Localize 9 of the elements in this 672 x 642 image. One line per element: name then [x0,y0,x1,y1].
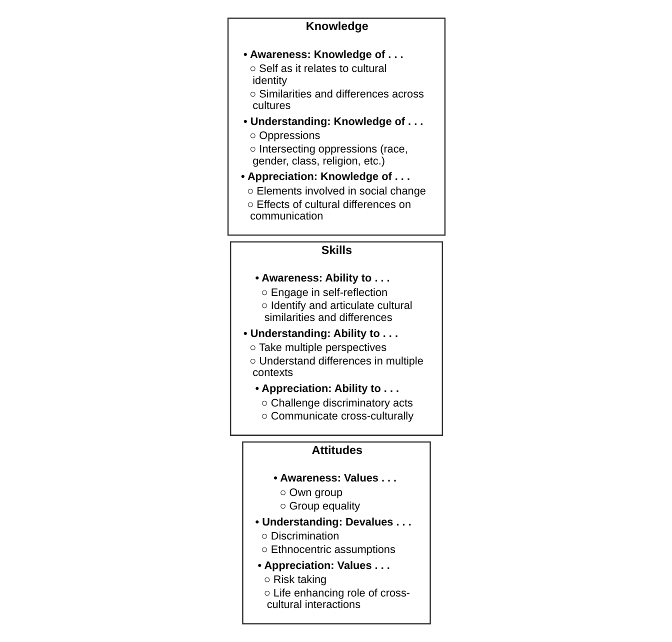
node-text: • Awareness: Values . . . ○ Own group ○ Group equality [273,472,396,512]
node-text: • Awareness: Ability to . . . ○ Engage in self-reflection ○ Identify and articulate cultural similarities and differences [254,272,412,324]
node-text: • Appreciation: Knowledge of . . . ○ Elements involved in social change ○ Effects of cultural differences on communication [240,171,426,223]
node-text: • Understanding: Devalues . . . ○ Discrimination ○ Ethnocentric assumptions [254,516,411,556]
node-text: • Understanding: Knowledge of . . . ○ Oppressions ○ Intersecting oppressions (race, gender, class, religion, etc.) [243,116,423,168]
node-text: • Understanding: Ability to . . . ○ Take multiple perspectives ○ Understand differences in multiple contexts [243,328,423,380]
node-text: • Appreciation: Ability to . . . ○ Challenge discriminatory acts ○ Communicate cross-culturally [254,383,414,423]
node-text: • Awareness: Knowledge of . . . ○ Self as it relates to cultural identity ○ Similarities and differences across cultures [243,48,424,112]
node-text: • Appreciation: Values . . . ○ Risk taking ○ Life enhancing role of cross-cultural interactions [257,560,410,612]
